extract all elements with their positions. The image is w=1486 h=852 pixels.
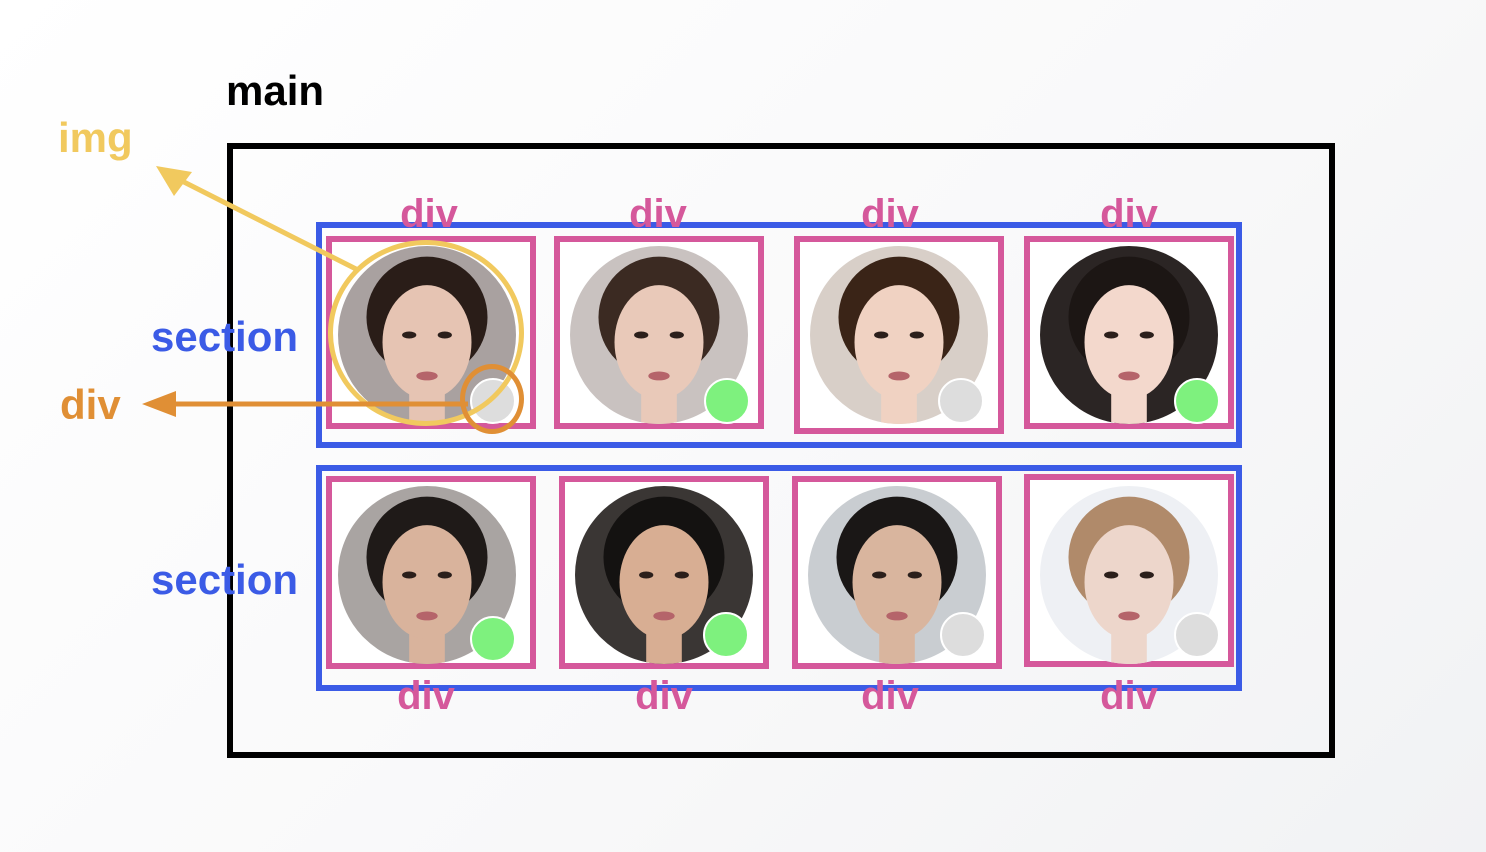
avatar-eye-right (1139, 571, 1154, 579)
status-dot (703, 612, 749, 658)
status-dot (1174, 612, 1220, 658)
avatar-eye-left (1104, 331, 1119, 339)
avatar-eye-left (874, 331, 889, 339)
img-arrow-head (156, 166, 192, 196)
avatar-image (570, 246, 748, 424)
div-box-r1c4 (1024, 236, 1234, 429)
avatar-mouth (648, 371, 670, 381)
div-label: div (1100, 674, 1158, 718)
status-div-highlight-ring (460, 364, 524, 434)
div-callout-label: div (60, 381, 121, 428)
avatar-eye-right (669, 331, 684, 339)
avatar-face (619, 525, 709, 640)
avatar-mouth (1118, 371, 1140, 381)
div-label: div (629, 192, 687, 236)
div-arrow-head (142, 391, 176, 417)
avatar-face (854, 285, 944, 400)
div-label: div (397, 674, 455, 718)
div-box-r1c3 (794, 236, 1004, 434)
avatar-eye-left (639, 571, 654, 579)
section-label-2: section (151, 556, 299, 603)
img-callout-label: img (58, 114, 133, 161)
avatar-face (852, 525, 942, 640)
avatar-mouth (416, 611, 438, 621)
status-dot (940, 612, 986, 658)
avatar-eye-left (1104, 571, 1119, 579)
main-box (227, 143, 1335, 758)
section-box-1 (316, 222, 1242, 448)
avatar-mouth (1118, 611, 1140, 621)
avatar-eye-left (402, 571, 417, 579)
avatar-image (338, 486, 516, 664)
div-box-r1c2 (554, 236, 764, 429)
avatar-eye-left (634, 331, 649, 339)
div-label: div (400, 192, 458, 236)
section-box-2 (316, 465, 1242, 691)
avatar-eye-left (872, 571, 887, 579)
avatar-image (1040, 246, 1218, 424)
status-dot (938, 378, 984, 424)
avatar-eye-right (674, 571, 689, 579)
avatar-face (382, 525, 472, 640)
div-box-r2c4 (1024, 474, 1234, 667)
status-dot (1174, 378, 1220, 424)
div-label: div (861, 674, 919, 718)
avatar-face (1084, 525, 1174, 640)
div-label: div (1100, 192, 1158, 236)
div-box-r2c1 (326, 476, 536, 669)
avatar-image (810, 246, 988, 424)
avatar-mouth (886, 611, 908, 621)
avatar-eye-right (907, 571, 922, 579)
avatar-eye-right (437, 571, 452, 579)
avatar-eye-right (909, 331, 924, 339)
avatar-mouth (653, 611, 675, 621)
avatar-mouth (888, 371, 910, 381)
status-dot (704, 378, 750, 424)
div-label: div (861, 192, 919, 236)
avatar-face (614, 285, 704, 400)
div-box-r2c2 (559, 476, 769, 669)
section-label-1: section (151, 313, 299, 360)
img-highlight-ring (328, 240, 524, 426)
div-label: div (635, 674, 693, 718)
avatar-face (1084, 285, 1174, 400)
avatar-image (575, 486, 753, 664)
main-label: main (226, 67, 325, 114)
status-dot (470, 616, 516, 662)
div-box-r2c3 (792, 476, 1002, 669)
avatar-eye-right (1139, 331, 1154, 339)
